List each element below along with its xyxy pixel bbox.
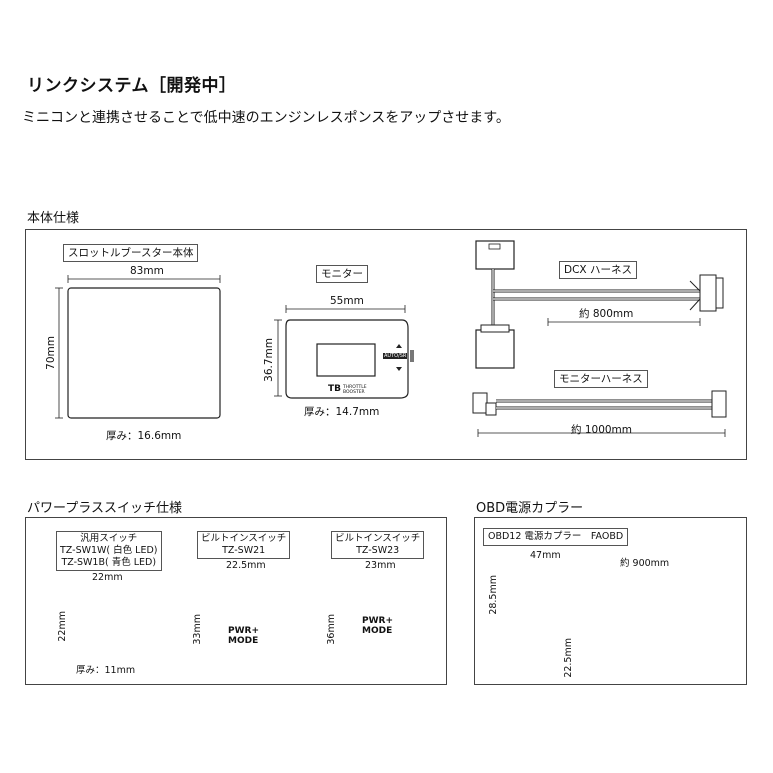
builtin21-button-text-pwr: PWR+: [228, 626, 259, 636]
booster-height: 70mm: [45, 336, 57, 370]
general-switch-height: 22mm: [57, 611, 68, 642]
dcx-harness-label: DCX ハーネス: [559, 261, 637, 279]
builtin23-label-line1: ビルトインスイッチ: [335, 533, 421, 544]
obd-height: 28.5mm: [488, 575, 499, 615]
builtin23-height: 36mm: [326, 614, 337, 645]
monitor-auto-button: AUTO/SR: [383, 353, 408, 359]
page-title: リンクシステム［開発中］: [27, 76, 237, 96]
monitor-height: 36.7mm: [263, 338, 275, 382]
obd-label: OBD12 電源カプラー FAOBD: [483, 528, 629, 546]
monitor-logo: TB: [328, 384, 341, 394]
builtin23-width: 23mm: [365, 560, 396, 571]
general-switch-width: 22mm: [92, 572, 123, 583]
builtin21-label: ビルトインスイッチ TZ-SW21: [197, 531, 291, 559]
section-title-body-spec: 本体仕様: [27, 211, 80, 226]
section-title-power-switch: パワープラススイッチ仕様: [27, 501, 182, 516]
builtin21-label-line1: ビルトインスイッチ: [201, 533, 287, 544]
dcx-harness-length: 約 800mm: [579, 308, 634, 320]
general-switch-label-line3: TZ-SW1B( 青色 LED): [61, 557, 157, 568]
monitor-thickness: 厚み：14.7mm: [304, 406, 380, 418]
booster-label: スロットルブースター本体: [63, 244, 199, 262]
obd-cable-length: 約 900mm: [620, 558, 670, 569]
builtin23-button-text: PWR+ MODE: [362, 616, 393, 636]
builtin23-button-text-pwr: PWR+: [362, 616, 393, 626]
monitor-width: 55mm: [330, 295, 364, 307]
builtin23-label-line2: TZ-SW23: [356, 545, 400, 556]
builtin21-width: 22.5mm: [226, 560, 266, 571]
builtin21-button-text: PWR+ MODE: [228, 626, 259, 646]
monitor-logo-sub: THROTTLE BOOSTER: [343, 385, 367, 395]
general-switch-thickness: 厚み：11mm: [76, 665, 136, 676]
builtin21-label-line2: TZ-SW21: [222, 545, 266, 556]
builtin23-button-text-mode: MODE: [362, 626, 393, 636]
booster-thickness: 厚み：16.6mm: [106, 430, 182, 442]
builtin21-button-text-mode: MODE: [228, 636, 259, 646]
obd-connector-height: 22.5mm: [563, 638, 574, 678]
booster-width: 83mm: [130, 265, 164, 277]
monitor-harness-length: 約 1000mm: [571, 424, 633, 436]
section-title-obd: OBD電源カプラー: [476, 501, 584, 516]
page-subtitle: ミニコンと連携させることで低中速のエンジンレスポンスをアップさせます。: [22, 110, 510, 126]
obd-width: 47mm: [530, 550, 561, 561]
general-switch-label-line2: TZ-SW1W( 白色 LED): [60, 545, 158, 556]
monitor-harness-label: モニターハーネス: [554, 370, 648, 388]
monitor-label: モニター: [316, 265, 368, 283]
builtin21-height: 33mm: [192, 614, 203, 645]
builtin23-label: ビルトインスイッチ TZ-SW23: [331, 531, 425, 559]
general-switch-label-line1: 汎用スイッチ: [80, 533, 138, 544]
general-switch-label: 汎用スイッチ TZ-SW1W( 白色 LED) TZ-SW1B( 青色 LED): [56, 531, 162, 571]
power-switch-panel: [25, 517, 447, 685]
